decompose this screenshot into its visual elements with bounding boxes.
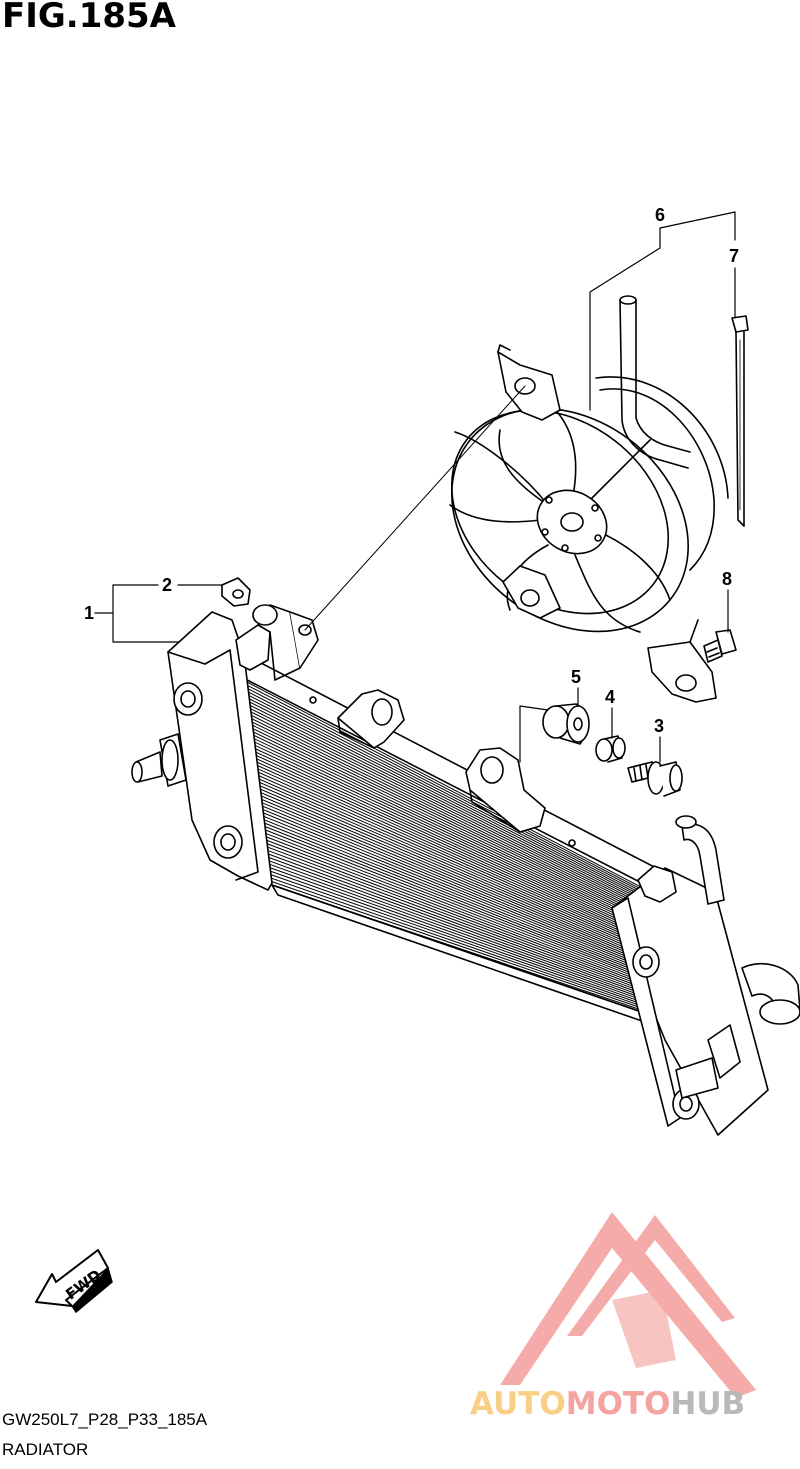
fwd-arrow: FWD — [35, 1249, 113, 1314]
fin-line — [263, 852, 665, 1001]
fin-line — [268, 873, 666, 1013]
brand-word-moto: MOTO — [565, 1386, 671, 1422]
fin-line — [239, 750, 664, 945]
radiator-top-bracket-left — [235, 604, 319, 681]
fin-line — [230, 714, 664, 925]
fin-line — [223, 682, 663, 907]
fin-line — [238, 747, 664, 943]
fin-line — [232, 721, 664, 929]
watermark-logo-icon — [500, 1212, 756, 1398]
fin-line — [249, 790, 665, 967]
radiator-hole — [309, 696, 317, 704]
leader-lines — [94, 211, 736, 763]
fin-line — [243, 768, 664, 955]
fin-line — [262, 844, 665, 997]
fin-line — [242, 765, 664, 953]
fin-line — [252, 804, 665, 975]
fin-line — [255, 819, 665, 983]
fin-line — [241, 757, 664, 949]
radiator-mount-ear-upper — [337, 689, 405, 749]
fin-line — [253, 808, 665, 977]
fin-line — [246, 779, 664, 961]
fin-line — [236, 736, 664, 937]
fin-line — [268, 870, 666, 1011]
radiator-hole — [568, 839, 576, 847]
fin-line — [261, 841, 665, 995]
fin-line — [244, 772, 664, 957]
fin-line — [235, 732, 664, 935]
collar-4 — [595, 735, 626, 763]
fin-line — [229, 710, 664, 923]
fin-line — [255, 815, 665, 981]
clip-nut-2 — [221, 577, 251, 607]
cooling-fan-assembly — [449, 344, 729, 703]
callout-4: 4 — [605, 687, 615, 707]
callout-8: 8 — [722, 569, 732, 589]
fin-line — [257, 826, 665, 987]
fin-line — [219, 667, 663, 899]
fin-line — [270, 880, 666, 1017]
brand-word-auto: AUTO — [470, 1386, 566, 1422]
callout-5: 5 — [571, 667, 581, 687]
fin-line — [264, 855, 666, 1003]
cushion-5 — [542, 703, 590, 745]
fin-line — [224, 689, 663, 911]
fin-line — [258, 830, 665, 989]
watermark-brand: AUTOMOTOHUB — [470, 1386, 745, 1422]
radiator-fins — [219, 667, 666, 1019]
figure-title: FIG.185A — [2, 0, 176, 36]
fin-line — [271, 884, 666, 1019]
fin-line — [228, 703, 663, 919]
fin-line — [231, 718, 664, 927]
cable-tie — [731, 315, 749, 527]
fin-line — [234, 729, 664, 933]
callout-2: 2 — [162, 575, 172, 595]
fin-line — [266, 862, 666, 1007]
bolt-3 — [627, 761, 683, 797]
fin-line — [256, 823, 665, 985]
fin-line — [221, 674, 663, 903]
figure-name: RADIATOR — [2, 1440, 89, 1459]
callout-1: 1 — [84, 603, 94, 623]
fin-line — [236, 739, 664, 939]
fin-line — [251, 801, 665, 973]
fin-line — [240, 754, 664, 947]
fin-line — [249, 794, 665, 969]
fin-line — [254, 812, 665, 979]
fin-line — [237, 743, 664, 941]
radiator-right-tank — [611, 865, 769, 1136]
fin-line — [247, 783, 665, 963]
fin-line — [229, 707, 663, 921]
fin-line — [248, 786, 665, 965]
fin-line — [223, 685, 663, 909]
fin-line — [267, 866, 666, 1009]
fin-line — [245, 776, 664, 959]
callout-labels: 1 2 3 4 5 6 7 8 — [84, 205, 739, 736]
brand-word-hub: HUB — [670, 1386, 746, 1422]
callout-7: 7 — [729, 246, 739, 266]
figure-code: GW250L7_P28_P33_185A — [2, 1410, 208, 1429]
fin-line — [225, 692, 663, 913]
radiator-upper-pipe — [675, 815, 725, 905]
fin-line — [250, 797, 665, 971]
radiator-mount-ear-lower — [465, 747, 546, 833]
fan-wire — [619, 295, 691, 469]
fin-line — [262, 848, 665, 999]
bolt-8 — [703, 629, 737, 663]
radiator-left-tank — [131, 611, 273, 891]
fin-line — [226, 696, 663, 915]
fin-line — [222, 678, 663, 905]
callout-3: 3 — [654, 716, 664, 736]
radiator-lower-pipe — [741, 962, 800, 1025]
fin-line — [265, 859, 666, 1005]
fin-line — [220, 671, 663, 901]
fin-line — [269, 877, 666, 1015]
fin-line — [259, 833, 665, 991]
fin-line — [260, 837, 665, 993]
callout-6: 6 — [655, 205, 665, 225]
fin-line — [242, 761, 664, 951]
fin-line — [227, 700, 663, 917]
fin-line — [233, 725, 664, 931]
